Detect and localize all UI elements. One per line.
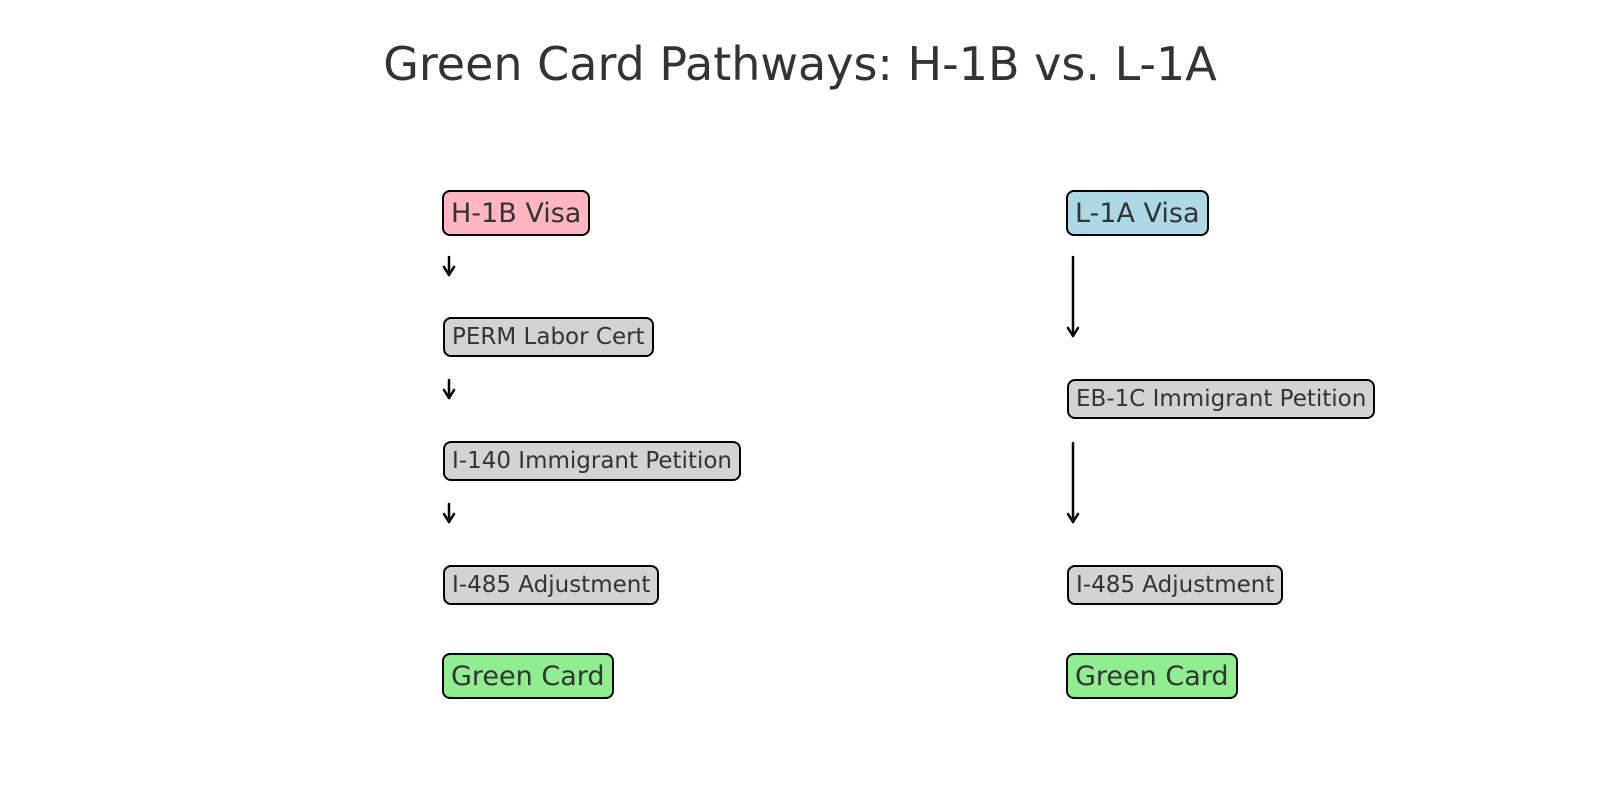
- i485-adjustment-box-l1a: I-485 Adjustment: [1067, 565, 1284, 605]
- green-card-box-l1a: Green Card: [1066, 653, 1238, 699]
- i485-adjustment-box-h1b: I-485 Adjustment: [443, 565, 660, 605]
- l1a-visa-box: L-1A Visa: [1066, 190, 1209, 236]
- arrow-l1a-to-eb1c: [1066, 255, 1080, 338]
- arrow-h1b-to-perm: [442, 255, 456, 277]
- arrow-i140-to-i485-h1b: [442, 502, 456, 524]
- i140-petition-box: I-140 Immigrant Petition: [443, 441, 741, 481]
- arrow-eb1c-to-i485-l1a: [1066, 441, 1080, 524]
- diagram-title: Green Card Pathways: H-1B vs. L-1A: [383, 37, 1217, 91]
- eb1c-petition-box: EB-1C Immigrant Petition: [1067, 379, 1376, 419]
- arrow-perm-to-i140: [442, 378, 456, 400]
- green-card-box-h1b: Green Card: [442, 653, 614, 699]
- perm-labor-cert-box: PERM Labor Cert: [443, 317, 654, 357]
- h1b-visa-box: H-1B Visa: [442, 190, 591, 236]
